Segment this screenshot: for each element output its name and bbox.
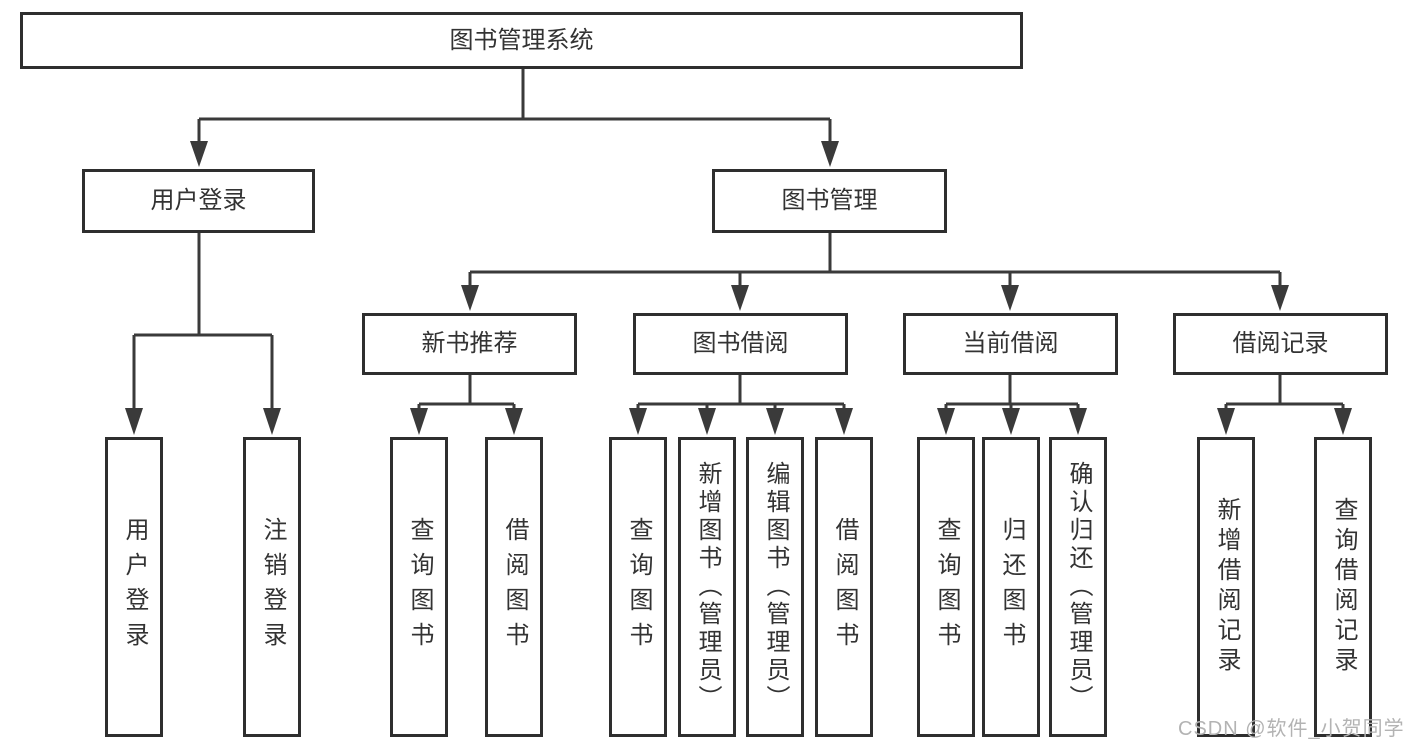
arrow-down-icon [698, 408, 716, 435]
arrow-down-icon [410, 408, 428, 435]
connector-userlogin-to-leaves [132, 233, 274, 412]
connector-newbooks-to-leaves [417, 375, 516, 412]
node-root: 图书管理系统 [20, 12, 1023, 69]
arrow-down-icon [505, 408, 523, 435]
arrow-down-icon [1069, 408, 1087, 435]
leaf-query-borrow-record: 查询借阅记录 [1314, 437, 1372, 737]
node-book-borrowing: 图书借阅 [633, 313, 848, 375]
leaf-query-books-recommend: 查询图书 [390, 437, 448, 737]
csdn-watermark: CSDN @软件_小贺同学 [1178, 718, 1405, 740]
connector-root-to-level2 [197, 69, 832, 144]
arrow-down-icon [937, 408, 955, 435]
node-book-management: 图书管理 [712, 169, 947, 233]
leaf-query-books-borrowing: 查询图书 [609, 437, 667, 737]
node-current-borrowing: 当前借阅 [903, 313, 1118, 375]
arrow-down-icon [1334, 408, 1352, 435]
leaf-edit-book-admin: 编辑图书（管理员） [746, 437, 804, 737]
arrow-down-icon [1217, 408, 1235, 435]
node-borrowing-records: 借阅记录 [1173, 313, 1388, 375]
node-user-login: 用户登录 [82, 169, 315, 233]
leaf-add-borrow-record: 新增借阅记录 [1197, 437, 1255, 737]
arrow-down-icon [731, 285, 749, 311]
arrow-down-icon [821, 141, 839, 167]
leaf-add-book-admin: 新增图书（管理员） [678, 437, 736, 737]
connector-bookmgmt-to-level3 [468, 233, 1282, 288]
leaf-return-book: 归还图书 [982, 437, 1040, 737]
leaf-logout: 注销登录 [243, 437, 301, 737]
arrow-down-icon [461, 285, 479, 311]
arrow-down-icon [1002, 408, 1020, 435]
arrow-down-icon [125, 408, 143, 435]
connector-borrowrecords-to-leaves [1224, 375, 1345, 412]
connector-currentborrow-to-leaves [944, 375, 1080, 412]
leaf-user-login: 用户登录 [105, 437, 163, 737]
arrow-down-icon [1001, 285, 1019, 311]
leaf-borrow-books: 借阅图书 [815, 437, 873, 737]
leaf-query-books-current: 查询图书 [917, 437, 975, 737]
arrow-down-icon [263, 408, 281, 435]
arrow-down-icon [766, 408, 784, 435]
arrow-down-icon [190, 141, 208, 167]
node-new-book-recommend: 新书推荐 [362, 313, 577, 375]
leaf-borrow-books-recommend: 借阅图书 [485, 437, 543, 737]
connector-bookborrow-to-leaves [636, 375, 846, 412]
arrow-down-icon [835, 408, 853, 435]
arrow-down-icon [1271, 285, 1289, 311]
arrow-down-icon [629, 408, 647, 435]
leaf-confirm-return-admin: 确认归还（管理员） [1049, 437, 1107, 737]
